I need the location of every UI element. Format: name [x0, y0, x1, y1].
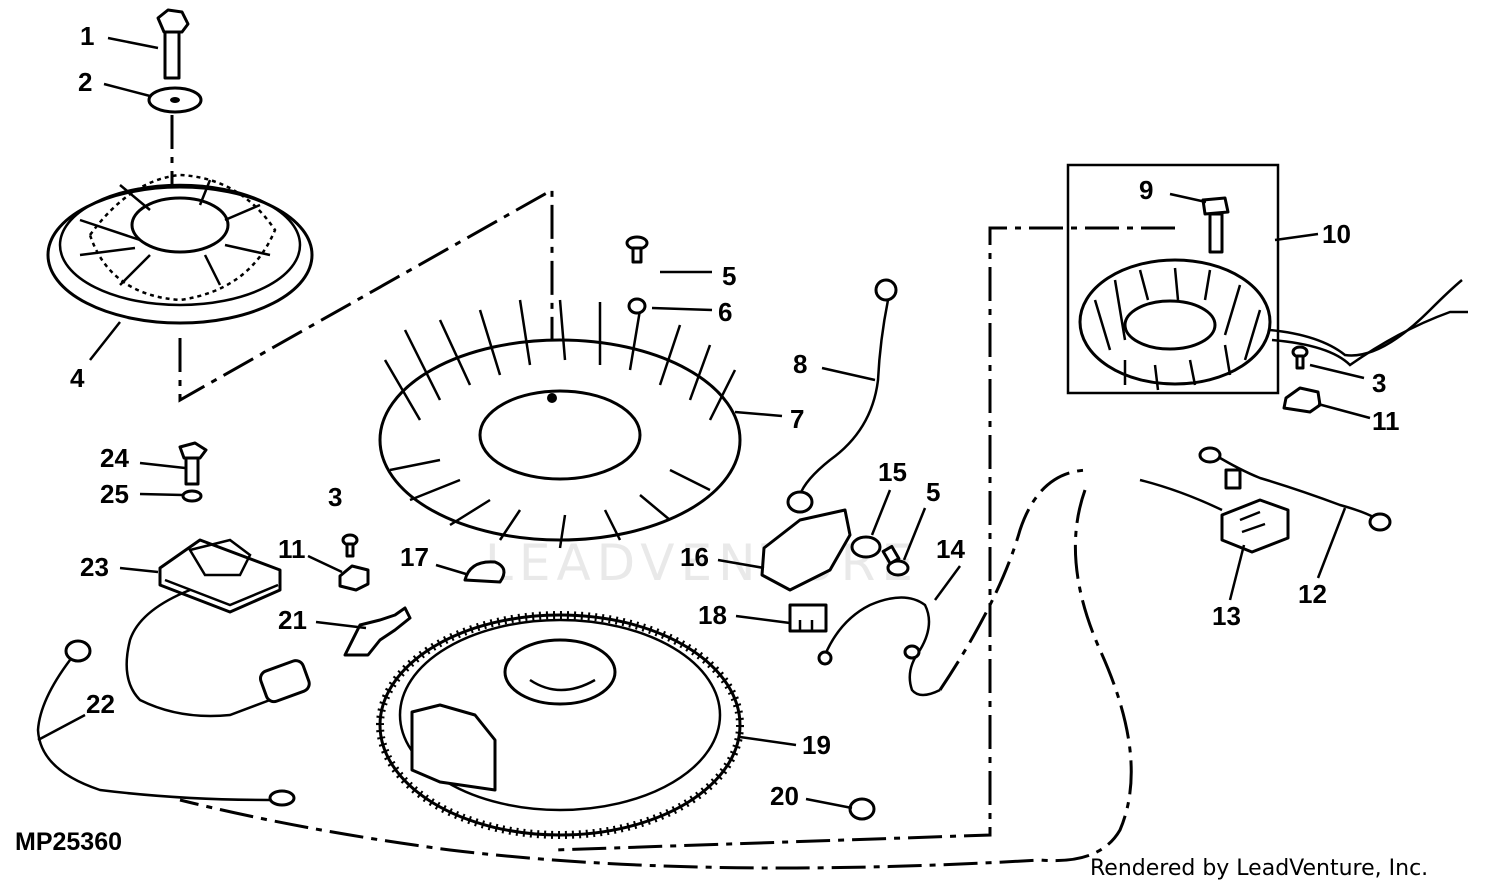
callout-22: 22: [86, 689, 115, 719]
callout-17: 17: [400, 542, 429, 572]
part-9-bolt: [1201, 196, 1230, 254]
part-15-washer: [850, 535, 882, 559]
part-6-spacer: [627, 297, 647, 315]
part-11-clamp-right: [1282, 386, 1322, 414]
part-19-flywheel: [376, 611, 744, 839]
callout-5-top: 5: [722, 261, 736, 291]
part-12-wiring-harness: [1139, 446, 1392, 532]
part-13-connector: [1220, 498, 1290, 554]
callout-18: 18: [698, 600, 727, 630]
part-23-ignition-module: [125, 538, 311, 718]
callout-11-left: 11: [278, 534, 306, 564]
callout-4: 4: [70, 363, 85, 393]
part-8-ground-wire: [786, 278, 898, 514]
part-14-wire: [817, 596, 941, 697]
callout-1: 1: [80, 21, 94, 51]
part-7-blower-fan: [378, 299, 742, 549]
callout-12: 12: [1298, 579, 1327, 609]
part-1-bolt: [156, 8, 190, 80]
part-4-rotating-screen: [46, 173, 314, 325]
stator-group-box: [1066, 163, 1280, 395]
callout-13: 13: [1212, 601, 1241, 631]
callout-21: 21: [278, 605, 307, 635]
callout-24: 24: [100, 443, 129, 473]
callout-7: 7: [790, 404, 804, 434]
callout-25: 25: [100, 479, 129, 509]
part-24-bolt: [178, 441, 208, 486]
callout-2: 2: [78, 67, 92, 97]
callout-23: 23: [80, 552, 109, 582]
callout-labels: 1 2 4 5 6 7 8 9 10 3 11 24 25 23 3 11 17…: [70, 21, 1400, 811]
part-2-washer: [147, 86, 203, 114]
callout-5-mid: 5: [926, 477, 940, 507]
part-3-screw-left: [341, 533, 359, 558]
part-16-rectifier: [760, 508, 852, 592]
part-5-screw-top: [625, 235, 649, 264]
callout-14: 14: [936, 534, 965, 564]
part-20-washer: [848, 797, 876, 821]
callout-3-right: 3: [1372, 368, 1386, 398]
part-22-ground-lead: [36, 639, 296, 807]
callout-11-right: 11: [1372, 406, 1400, 436]
callout-3-left: 3: [328, 482, 342, 512]
callout-6: 6: [718, 297, 732, 327]
render-credit: Rendered by LeadVenture, Inc.: [1090, 856, 1428, 881]
callout-15: 15: [878, 457, 907, 487]
part-17-key: [463, 560, 506, 584]
callout-8: 8: [793, 349, 807, 379]
drawing-id: MP25360: [15, 828, 122, 856]
part-3-screw-right: [1291, 345, 1309, 370]
callout-10: 10: [1322, 219, 1351, 249]
callout-leaders: [37, 36, 1371, 810]
part-5-screw-mid: [881, 544, 910, 577]
callout-20: 20: [770, 781, 799, 811]
callout-9: 9: [1139, 175, 1153, 205]
part-25-washer: [181, 489, 203, 503]
part-18-connector: [788, 603, 828, 633]
callout-19: 19: [802, 730, 831, 760]
part-11-clamp-left: [338, 564, 370, 592]
callout-16: 16: [680, 542, 709, 572]
part-10-stator: [1078, 258, 1468, 391]
part-21-spark-plug: [343, 606, 412, 657]
